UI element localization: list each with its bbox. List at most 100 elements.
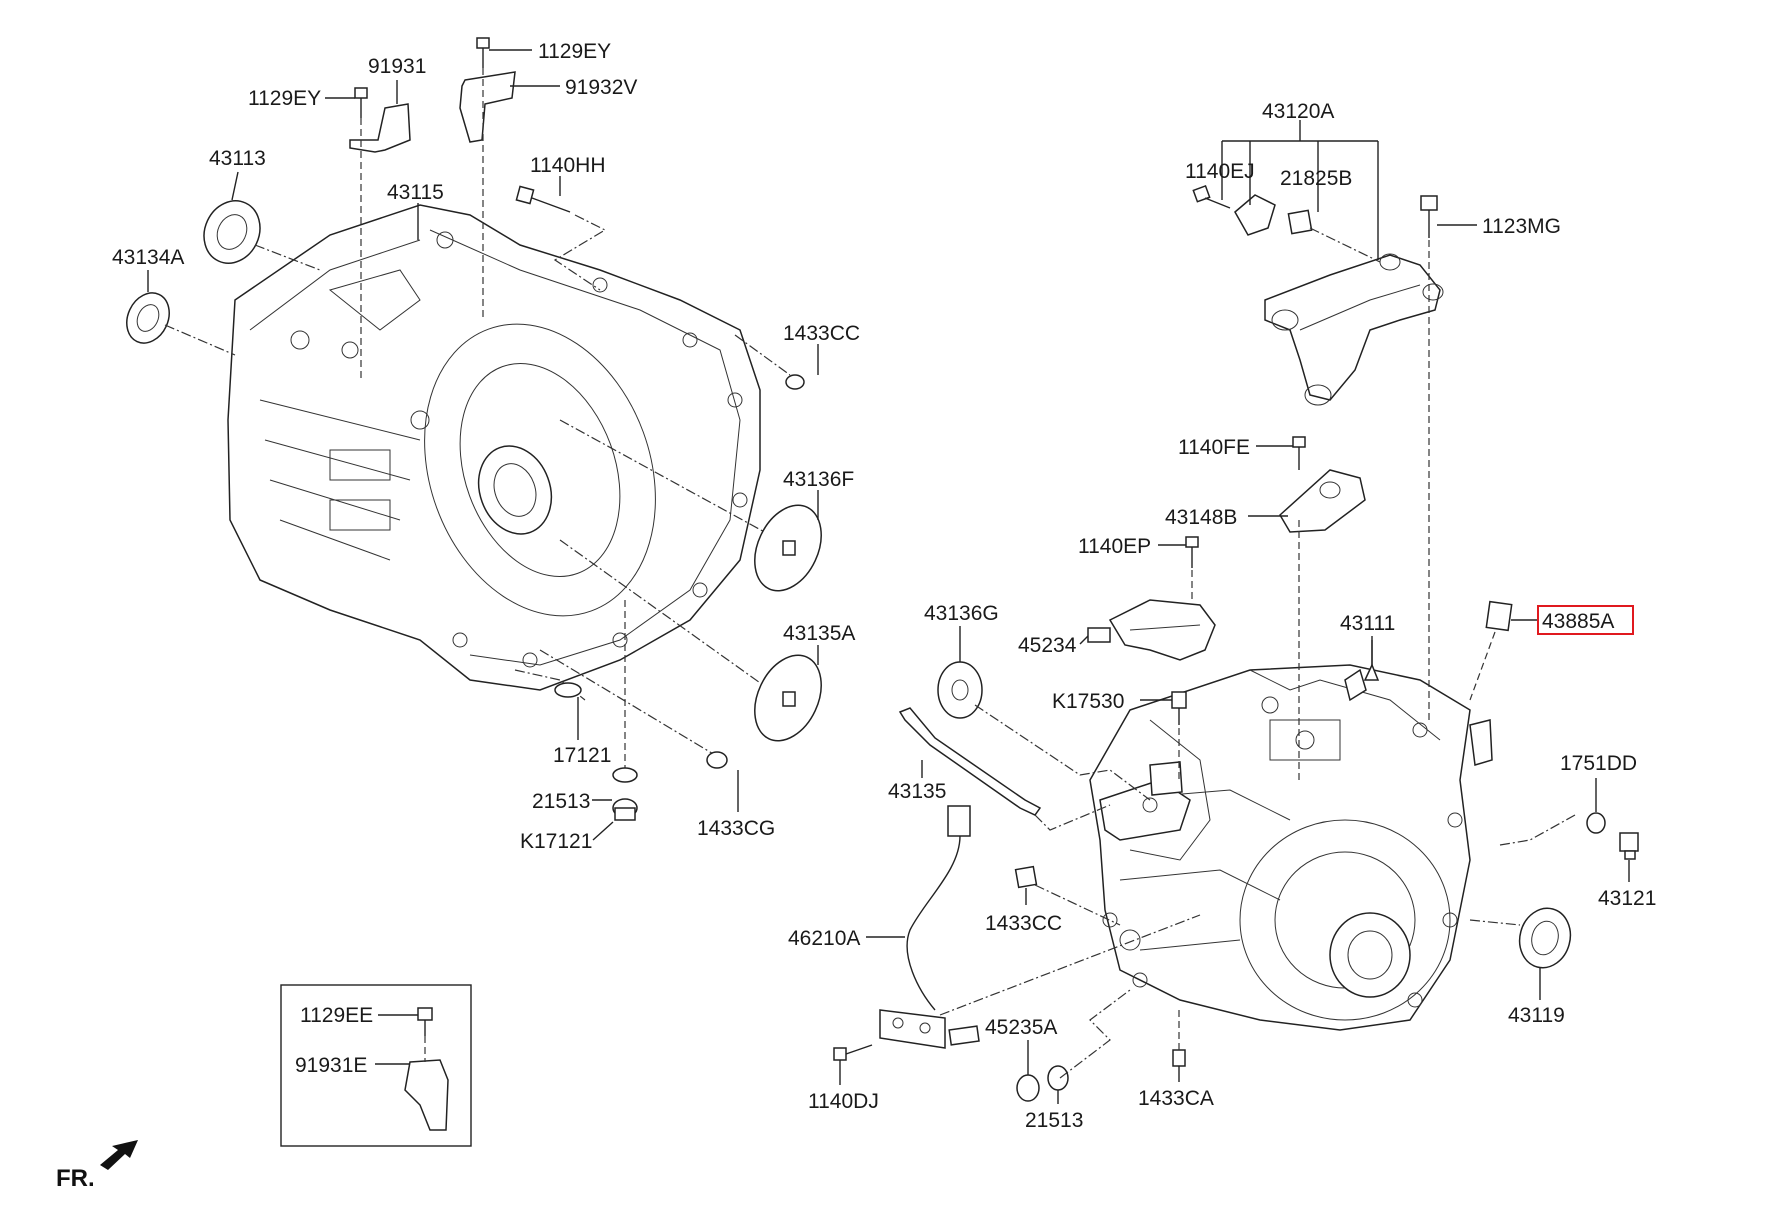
label-43135A: 43135A [783,622,855,665]
oil-seal-43119 [1518,907,1572,969]
svg-text:1433CA: 1433CA [1138,1087,1214,1110]
inhibitor-switch-45234 [1087,599,1216,661]
svg-text:43134A: 43134A [112,246,184,269]
bracket-91931E [404,1059,449,1131]
svg-text:43136G: 43136G [924,602,999,625]
bushing-21825B [1287,209,1313,235]
breather-43885A [1485,600,1513,632]
svg-text:1129EY: 1129EY [538,40,611,63]
label-45235A: 45235A [985,1016,1057,1075]
label-21513-b: 21513 [1025,1090,1083,1132]
label-43119: 43119 [1508,968,1565,1027]
bolt-1140DJ [833,1044,873,1061]
svg-text:17121: 17121 [553,744,611,767]
svg-text:1140EJ: 1140EJ [1185,160,1255,183]
svg-text:1433CG: 1433CG [697,817,775,840]
inset-box [280,984,472,1147]
seal-17121 [554,682,582,698]
bolt-1140FE [1292,436,1306,470]
svg-text:1140EP: 1140EP [1078,535,1151,558]
svg-text:43111: 43111 [1340,612,1395,635]
label-43136G: 43136G [924,602,999,662]
label-1751DD: 1751DD [1560,752,1637,812]
label-43136F: 43136F [783,468,854,520]
label-21825B: 21825B [1280,167,1352,190]
dowel-1433CC-a [785,374,805,390]
svg-text:43885A: 43885A [1542,610,1614,633]
svg-text:43119: 43119 [1508,1004,1565,1027]
bolt-1129EE [417,1007,433,1036]
svg-text:1140HH: 1140HH [530,154,606,177]
label-1433CA: 1433CA [1138,1066,1214,1110]
plug-45235A [1016,1074,1040,1102]
plate-43136G [937,661,983,719]
gasket-1751DD [1586,812,1606,834]
svg-text:21513: 21513 [532,790,590,813]
label-43134A: 43134A [112,246,184,292]
clutch-housing-drawing [227,204,761,691]
drain-plug-43121 [1619,832,1639,860]
label-43135: 43135 [888,760,946,803]
gasket-21513-a [612,767,638,783]
bolt-1123MG [1420,195,1438,238]
svg-text:91931E: 91931E [295,1054,367,1077]
bracket-43148B [1279,469,1366,533]
dowel-1433CG [706,751,728,769]
label-1433CC-a: 1433CC [783,322,860,375]
label-1140EJ: 1140EJ [1185,160,1255,183]
svg-text:43113: 43113 [209,147,266,170]
label-21513-a: 21513 [532,790,612,813]
svg-text:1129EE: 1129EE [300,1004,373,1027]
label-1140HH: 1140HH [530,154,606,196]
svg-text:1140DJ: 1140DJ [808,1090,879,1113]
label-K17121: K17121 [520,821,614,853]
svg-text:K17121: K17121 [520,830,592,853]
label-91932V: 91932V [510,76,637,99]
svg-text:43148B: 43148B [1165,506,1237,529]
label-K17530: K17530 [1052,690,1172,713]
gasket-21513-b [1047,1065,1069,1091]
label-1433CC-b: 1433CC [985,888,1062,935]
svg-text:21825B: 21825B [1280,167,1352,190]
svg-text:45235A: 45235A [985,1016,1057,1039]
plate-43135A [754,654,822,742]
label-1129EY-b: 1129EY [248,87,355,110]
bolt-1140HH [515,185,571,213]
bolt-1129EY-a [476,37,490,68]
svg-text:1751DD: 1751DD [1560,752,1637,775]
plate-43136F [754,504,822,592]
label-1433CG: 1433CG [697,770,775,840]
dowel-1433CA [1172,1049,1186,1067]
label-46210A: 46210A [788,927,905,950]
svg-text:1140FE: 1140FE [1178,436,1250,459]
svg-text:1129EY: 1129EY [248,87,321,110]
svg-text:43115: 43115 [387,181,444,204]
label-1129EE: 1129EE [300,1004,418,1027]
label-45234: 45234 [1018,634,1089,657]
svg-text:1433CC: 1433CC [783,322,860,345]
bolt-1129EY-b [354,87,368,118]
label-1140EP: 1140EP [1078,535,1186,558]
svg-text:1433CC: 1433CC [985,912,1062,935]
bracket-part-1140EJ-group [1192,185,1276,236]
label-1140DJ: 1140DJ [808,1060,879,1113]
svg-text:46210A: 46210A [788,927,860,950]
label-91931E: 91931E [295,1054,410,1077]
svg-text:43120A: 43120A [1262,100,1334,123]
label-1140FE: 1140FE [1178,436,1293,459]
bracket-91932V [459,71,516,143]
svg-text:1123MG: 1123MG [1482,215,1561,238]
svg-text:45234: 45234 [1018,634,1077,657]
svg-text:21513: 21513 [1025,1109,1083,1132]
shift-cable-43135 [898,707,1042,816]
label-17121: 17121 [553,697,611,767]
label-43115: 43115 [387,181,444,240]
label-43121: 43121 [1598,860,1656,910]
bracket-91931 [349,103,411,153]
label-91931: 91931 [368,55,426,104]
label-43120A: 43120A [1262,100,1334,141]
front-marker-label: FR. [56,1165,95,1192]
mount-bracket-43120A [1264,253,1444,406]
svg-text:43136F: 43136F [783,468,854,491]
tube-46210A [879,805,980,1049]
